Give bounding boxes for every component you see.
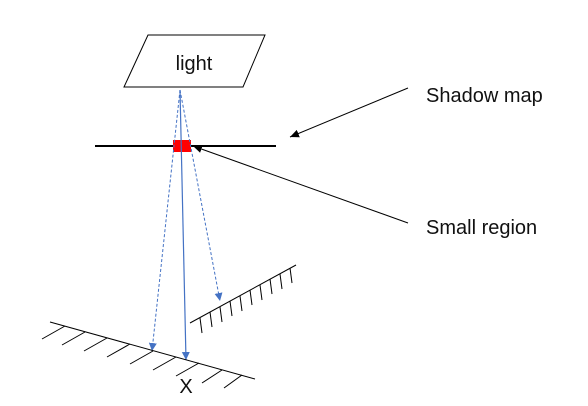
small-region-label: Small region (426, 217, 537, 239)
ground-surface-lower (41, 321, 256, 389)
ray-dashed-right (179, 89, 223, 302)
point-x-label: X (179, 376, 192, 398)
shadow-map-label: Shadow map (426, 85, 543, 107)
light-rays (148, 89, 223, 361)
small-region-pointer (192, 145, 409, 224)
ray-dashed-left (148, 89, 181, 352)
shadow-map-pointer (289, 87, 409, 138)
ray-solid-center (179, 89, 190, 361)
small-region-marker (173, 140, 191, 152)
light-source: light (123, 34, 266, 88)
occluder-surface-upper (189, 264, 297, 334)
light-shape (123, 34, 266, 88)
light-label: light (176, 53, 213, 75)
